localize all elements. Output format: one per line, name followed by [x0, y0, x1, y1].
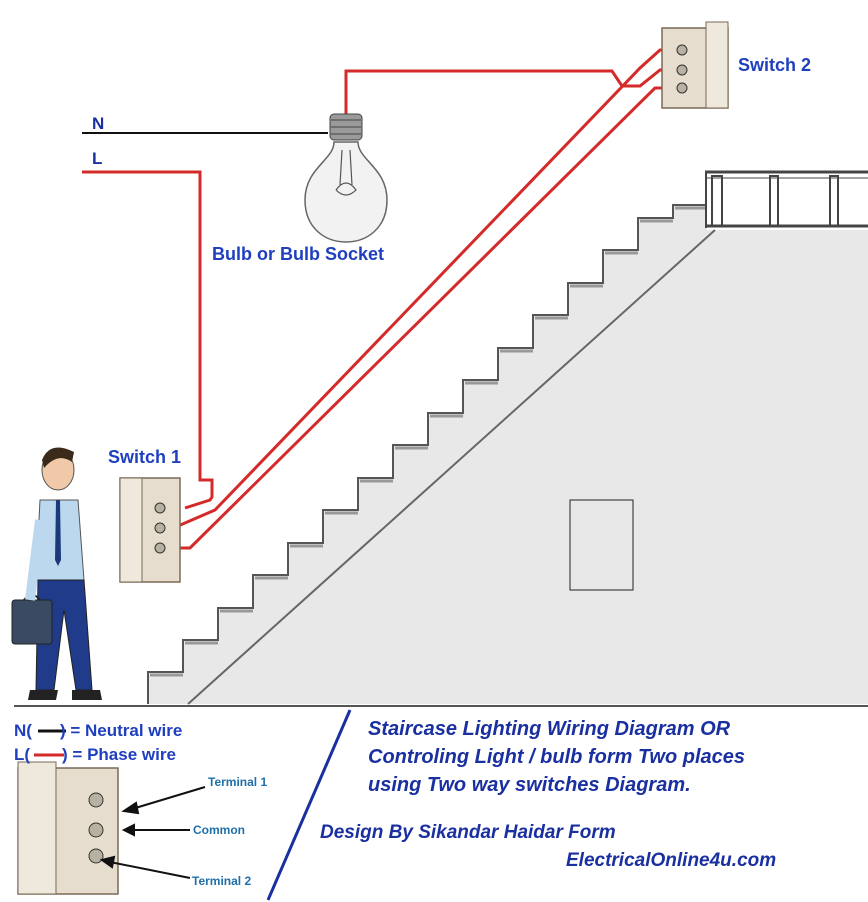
legend-neutral-text: ) = Neutral wire	[59, 721, 183, 740]
legend-phase-text: ) = Phase wire	[62, 745, 176, 764]
bulb-label: Bulb or Bulb Socket	[212, 244, 385, 264]
title-line-1: Staircase Lighting Wiring Diagram OR	[368, 718, 731, 740]
legend-neutral-prefix: N(	[14, 721, 32, 740]
live-wire	[82, 170, 214, 510]
switch2-icon	[661, 21, 729, 109]
title-line-3: using Two way switches Diagram.	[368, 774, 691, 796]
stair-underside	[187, 229, 716, 705]
bulb-icon	[304, 113, 388, 243]
site-credit: ElectricalOnline4u.com	[566, 850, 777, 871]
terminal-arrows	[99, 786, 206, 879]
divider-line	[266, 709, 352, 901]
design-credit: Design By Sikandar Haidar Form	[320, 822, 616, 843]
title-line-2: Controling Light / bulb form Two places	[368, 746, 746, 768]
stair-steps	[147, 204, 707, 704]
terminal-switch-icon	[17, 761, 119, 895]
switch1-icon	[119, 477, 181, 583]
switch2-label: Switch 2	[738, 55, 812, 75]
railing	[705, 170, 868, 228]
legend-phase: L( ) = Phase wire	[14, 745, 176, 765]
wall	[148, 205, 868, 704]
legend-neutral: N( ) = Neutral wire	[14, 721, 182, 741]
bulb-to-switch2-wire	[344, 68, 676, 118]
terminal2-label: Terminal 2	[192, 874, 252, 888]
person-icon	[11, 447, 102, 700]
switch1-label: Switch 1	[108, 447, 182, 467]
common-label: Common	[193, 823, 245, 837]
neutral-label: N	[92, 114, 105, 133]
wall-opening	[569, 499, 634, 591]
step-shading	[150, 206, 707, 677]
legend-phase-prefix: L(	[14, 745, 31, 764]
terminal1-label: Terminal 1	[208, 775, 268, 789]
live-label: L	[92, 149, 103, 168]
